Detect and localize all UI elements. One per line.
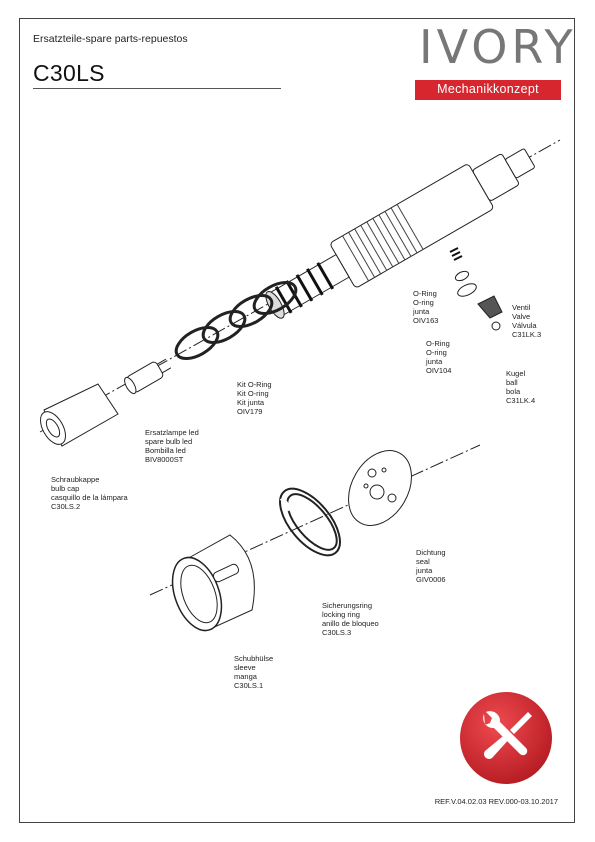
ball — [491, 321, 501, 331]
page-subtitle: Ersatzteile-spare parts-repuestos — [33, 33, 188, 45]
brand-name: IVORY — [419, 20, 577, 74]
seal-disc — [348, 450, 412, 526]
led-bulb — [124, 358, 172, 395]
page-frame — [19, 18, 575, 823]
sleeve-shape — [171, 534, 255, 632]
oring-small-2 — [457, 283, 477, 297]
kit-oring-1 — [174, 326, 220, 360]
brand-tagline-bar: Mechanikkonzept — [415, 80, 561, 100]
kit-oring-3 — [228, 294, 274, 328]
wrench-screwdriver-icon — [460, 692, 552, 784]
valve-cone — [477, 295, 503, 319]
bulb-cap — [40, 383, 119, 447]
title-underline — [33, 88, 281, 89]
brand-tagline: Mechanikkonzept — [437, 82, 539, 96]
lower-axis-line — [149, 444, 481, 596]
spring — [449, 247, 463, 261]
locking-ring-shape — [279, 487, 341, 557]
coupling-body — [265, 148, 535, 319]
kit-oring-4 — [252, 281, 298, 315]
oring-small-1 — [454, 270, 470, 282]
model-title: C30LS — [33, 60, 105, 86]
kit-oring-2 — [201, 310, 247, 344]
brand-logo: IVORY Mechanikkonzept — [415, 20, 573, 110]
revision-reference: REF.V.04.02.03 REV.000-03.10.2017 — [434, 797, 558, 806]
